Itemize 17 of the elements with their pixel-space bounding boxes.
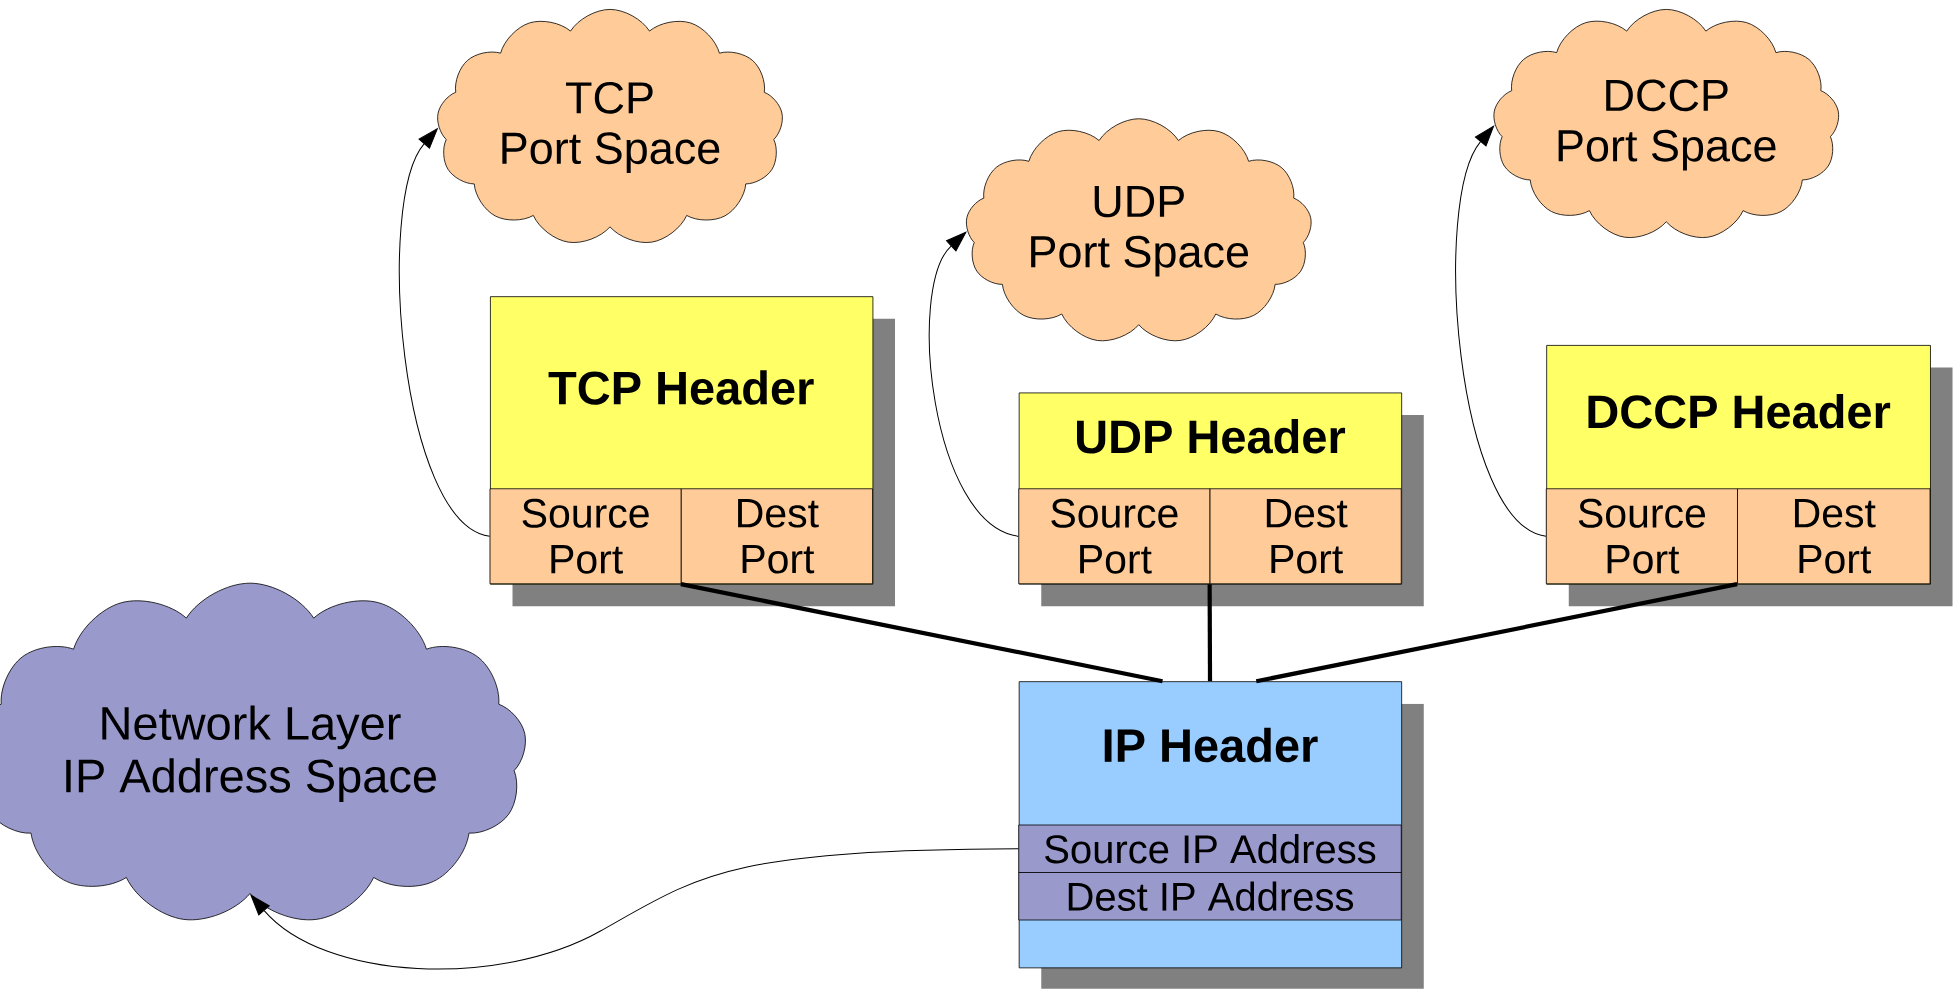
field-cell: Source IP Address <box>1018 824 1402 874</box>
field-cell: Source Port <box>1018 488 1211 585</box>
field-cell: Dest Port <box>1737 488 1931 585</box>
curved-arrow <box>1455 125 1547 537</box>
cloud: DCCP Port Space <box>1493 9 1840 239</box>
field-cell: Source Port <box>489 488 682 585</box>
curved-arrow <box>398 128 491 537</box>
cloud: UDP Port Space <box>966 118 1312 342</box>
cloud: Network Layer IP Address Space <box>0 582 526 921</box>
curved-arrow <box>928 231 1019 537</box>
field-cell: Dest Port <box>1209 488 1402 585</box>
cloud: TCP Port Space <box>437 9 783 243</box>
field-cell: Source Port <box>1545 488 1738 585</box>
connector-line <box>1207 584 1213 682</box>
curved-arrow <box>250 848 1019 970</box>
field-cell: Dest Port <box>680 488 873 585</box>
field-cell: Dest IP Address <box>1018 872 1402 921</box>
